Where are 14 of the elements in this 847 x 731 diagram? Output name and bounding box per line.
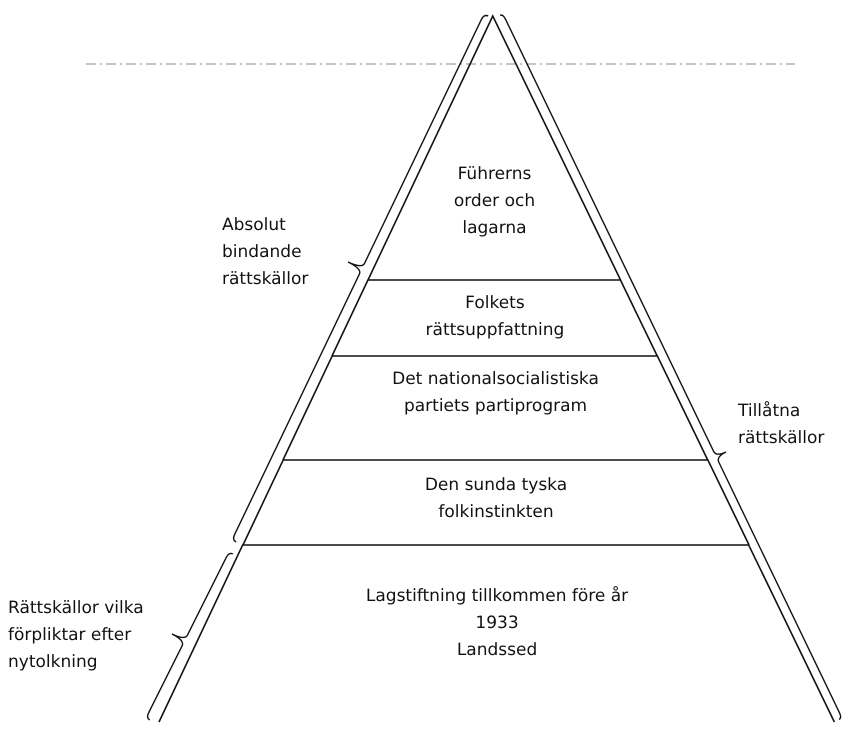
tier-text: Landssed xyxy=(456,639,538,662)
tier-text: Führerns order och lagarna xyxy=(452,163,536,240)
pyramid-apex-section xyxy=(368,16,621,280)
tier-text: Det nationalsocialistiska partiets partiprogram xyxy=(391,368,600,418)
pyramid-tier xyxy=(242,460,750,545)
tier-text: Folkets rättsuppfattning xyxy=(424,292,566,342)
pyramid-tier xyxy=(159,545,835,722)
pyramid-tier xyxy=(332,280,658,356)
bracket-label: Tillåtna rättskällor xyxy=(738,400,826,450)
tier-text: Den sunda tyska folkinstinkten xyxy=(424,474,568,524)
pyramid-tier xyxy=(283,356,708,460)
bracket-label: Rättskällor vilka förpliktar efter nytolkning xyxy=(8,597,145,674)
tier-text: Lagstiftning tillkommen före år 1933 xyxy=(364,585,630,635)
bracket-label: Absolut bindande rättskällor xyxy=(222,214,310,291)
